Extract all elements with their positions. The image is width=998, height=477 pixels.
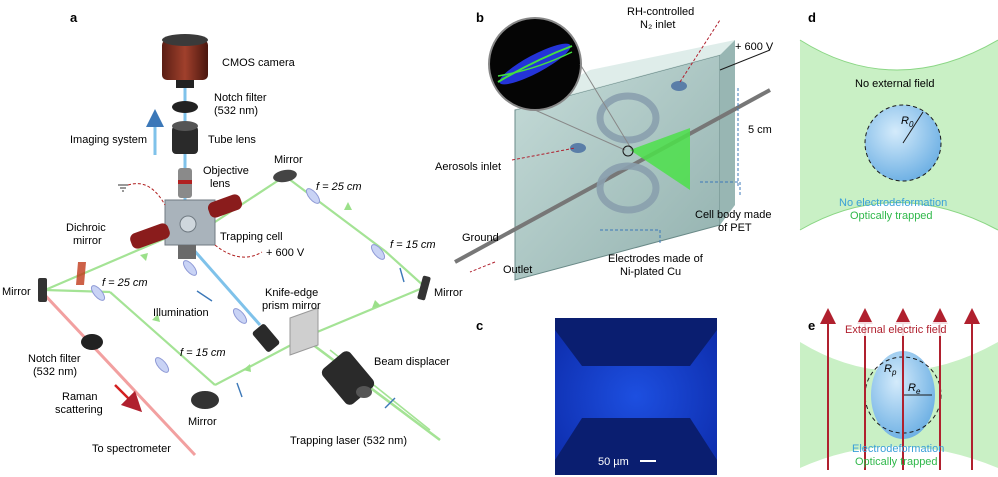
illumination-source [252,324,280,352]
label-dichroic-1: Dichroic [66,222,106,234]
label-scale: 50 µm [598,456,629,468]
droplet-outline [864,104,942,182]
ground-symbol [118,183,166,206]
panel-b: b [435,6,774,281]
label-optically-trapped-e: Optically trapped [855,456,938,468]
label-rp: Rp [884,363,897,377]
label-r0: R0 [901,115,914,129]
label-rh-1: RH-controlled [627,6,694,18]
label-mirror-left: Mirror [2,286,31,298]
panel-c: c 50 µm [476,318,717,475]
trap-inset [488,17,633,151]
label-imaging-system: Imaging system [70,134,147,146]
voltage-wire [214,244,263,258]
cmos-camera [162,34,208,88]
label-tube-lens: Tube lens [208,134,256,146]
label-raman-2: scattering [55,404,103,416]
label-to-spectrometer: To spectrometer [92,443,171,455]
label-knife-2: prism mirror [262,300,321,312]
label-f15-bottom: f = 15 cm [180,347,226,359]
label-re: Re [908,382,921,396]
laser-cone [630,128,690,190]
label-rh-2: N₂ inlet [640,19,675,31]
label-beam-displacer: Beam displacer [374,356,450,368]
panel-label-b: b [476,10,484,25]
label-electrodes-2: Ni-plated Cu [620,266,681,278]
label-f15-right: f = 15 cm [390,239,436,251]
panel-label-c: c [476,318,483,333]
polarization-arrows [196,267,405,409]
panel-d: d No external field R0 No electrodeforma… [799,10,998,231]
label-voltage-a: + 600 V [266,247,305,259]
panel-e: e External electric field Rp Re Electrod… [800,308,998,470]
mirror-left [38,278,47,302]
label-notch-filter-bot-2: (532 nm) [33,366,77,378]
label-optically-trapped-d: Optically trapped [850,210,933,222]
label-raman-1: Raman [62,391,97,403]
label-electrodeformation: Electrodeformation [852,443,944,455]
panel-label-d: d [808,10,816,25]
panel-label-e: e [808,318,815,333]
illumination-path [183,239,262,326]
electrode-bottom-shadow [555,418,717,475]
electrode-rings [596,92,660,214]
field-arrows [820,308,980,470]
label-cell-body-2: of PET [718,222,752,234]
label-notch-filter-bot-1: Notch filter [28,353,81,365]
label-knife-1: Knife-edge [265,287,318,299]
label-notch-filter-top-2: (532 nm) [214,105,258,117]
label-trapping-cell: Trapping cell [220,231,283,243]
electrode-top-shadow [555,318,717,366]
notch-filter-top [172,101,198,113]
lenses [90,188,386,373]
label-dichroic-2: mirror [73,235,102,247]
mirror-right [417,275,431,301]
label-ground: Ground [462,232,499,244]
notch-filter-bottom [81,334,103,350]
label-outlet: Outlet [503,264,532,276]
label-objective-2: lens [210,178,231,190]
label-external-field: External electric field [845,324,947,336]
label-f25-left: f = 25 cm [102,277,148,289]
label-objective-1: Objective [203,165,249,177]
label-electrodes-1: Electrodes made of [608,253,704,265]
aerosol-inlet-port [570,143,586,153]
electrode-rod [454,88,771,264]
label-cell-body-1: Cell body made [695,209,771,221]
raman-path [40,290,197,457]
label-no-electrodeformation: No electrodeformation [839,197,947,209]
field-label-bg [840,322,964,336]
label-no-external-field: No external field [855,78,935,90]
laser-beam-paths [44,175,441,442]
label-f25-top: f = 25 cm [316,181,362,193]
radius-line-d [902,111,924,144]
label-size: 5 cm [748,124,772,136]
b-callouts [469,19,771,273]
trap-site [622,145,634,157]
label-notch-filter-top-1: Notch filter [214,92,267,104]
label-illumination: Illumination [153,307,209,319]
panel-a: a [2,10,463,457]
label-trapping-laser: Trapping laser (532 nm) [290,435,407,447]
n2-inlet-port [671,81,687,91]
label-cmos-camera: CMOS camera [222,57,296,69]
objective-lens [178,168,192,198]
label-voltage-b: + 600 V [735,41,774,53]
label-aerosols-inlet: Aerosols inlet [435,161,501,173]
mirror-bottom [191,391,219,409]
raman-arrow [114,384,143,413]
label-mirror-right: Mirror [434,287,463,299]
beam-displacer [321,351,375,405]
green-direction-arrows [140,202,381,372]
tube-lens [172,121,198,154]
knife-edge-prism [289,307,319,356]
panel-label-a: a [70,10,78,25]
dichroic-mirror [76,262,86,285]
label-mirror-bottom: Mirror [188,416,217,428]
mirror-top [273,169,297,183]
label-mirror-top: Mirror [274,154,303,166]
trapping-cell-assembly [130,194,243,259]
